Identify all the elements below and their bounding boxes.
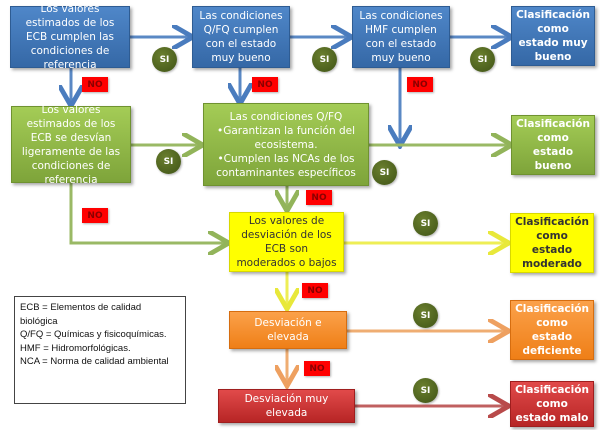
yes-badge: SI <box>372 160 397 185</box>
node-class-bueno: Clasificación como estado bueno <box>511 115 595 175</box>
node-text: Los valores estimados de los ECB cumplen… <box>25 3 115 71</box>
legend-entry: Q/FQ = Químicas y fisicoquímicas. <box>20 329 167 340</box>
no-label: NO <box>257 79 273 90</box>
node-text: Clasificación como estado muy bueno <box>516 9 590 63</box>
node-text: Desviación e elevada <box>254 317 322 343</box>
node-text: Los valores de desviación de los ECB son… <box>236 215 337 269</box>
no-badge: NO <box>407 77 433 92</box>
node-desviacion-elevada: Desviación e elevada <box>229 311 347 349</box>
node-text: Las condiciones Q/FQ cumplen con el esta… <box>199 10 283 64</box>
arrow-ligeramente-no <box>69 183 226 243</box>
yes-label: SI <box>420 310 431 321</box>
yes-badge: SI <box>156 149 181 174</box>
abbreviations-legend: ECB = Elementos de calidad biológica Q/F… <box>14 296 186 404</box>
legend-entry: HMF = Hidromorfológicas. <box>20 342 131 354</box>
no-label: NO <box>307 285 323 296</box>
node-class-deficiente: Clasificación como estado deficiente <box>510 300 594 360</box>
legend-entry: ECB = Elementos de calidad biológica <box>20 302 142 327</box>
yes-badge: SI <box>413 303 438 328</box>
yes-label: SI <box>420 218 431 229</box>
node-desviacion-muy-elevada: Desviación muy elevada <box>218 389 355 423</box>
node-title: Las condiciones Q/FQ <box>229 110 343 123</box>
yes-label: SI <box>379 167 390 178</box>
no-label: NO <box>412 79 428 90</box>
legend-entry: NCA = Norma de calidad ambiental <box>20 356 169 367</box>
node-ecb-referencia: Los valores estimados de los ECB cumplen… <box>10 3 130 71</box>
yes-label: SI <box>477 54 488 65</box>
no-badge: NO <box>306 190 332 205</box>
node-class-muy-bueno: Clasificación como estado muy bueno <box>511 6 595 66</box>
node-text: Desviación muy elevada <box>244 393 329 419</box>
node-text: Clasificación como estado malo <box>515 384 589 424</box>
no-badge: NO <box>252 77 278 92</box>
yes-label: SI <box>163 156 174 167</box>
yes-badge: SI <box>413 211 438 236</box>
yes-badge: SI <box>152 47 177 72</box>
node-bullet: •Garantizan la función del ecosistema. <box>217 124 355 151</box>
node-hmf-muy-bueno: Las condiciones HMF cumplen con el estad… <box>352 6 450 68</box>
no-badge: NO <box>82 77 108 92</box>
node-ecb-moderados: Los valores de desviación de los ECB son… <box>229 212 344 272</box>
node-text: Clasificación como estado bueno <box>516 118 590 172</box>
yes-badge: SI <box>470 47 495 72</box>
no-badge: NO <box>82 208 108 223</box>
yes-label: SI <box>420 385 431 396</box>
node-text: Los valores estimados de los ECB se desv… <box>21 103 121 186</box>
node-qfq-muy-bueno: Las condiciones Q/FQ cumplen con el esta… <box>192 6 290 68</box>
node-class-malo: Clasificación como estado malo <box>510 381 594 427</box>
node-text: Clasificación como estado deficiente <box>515 303 589 357</box>
node-text: Clasificación como estado moderado <box>515 216 589 270</box>
node-text: Las condiciones HMF cumplen con el estad… <box>359 10 443 64</box>
yes-badge: SI <box>312 47 337 72</box>
node-ecb-ligeramente: Los valores estimados de los ECB se desv… <box>11 104 131 186</box>
yes-label: SI <box>319 54 330 65</box>
no-badge: NO <box>302 283 328 298</box>
yes-label: SI <box>159 54 170 65</box>
no-label: NO <box>309 363 325 374</box>
no-label: NO <box>87 79 103 90</box>
node-class-moderado: Clasificación como estado moderado <box>510 213 594 273</box>
no-badge: NO <box>304 361 330 376</box>
node-bullet: •Cumplen las NCAs de los contaminantes e… <box>216 152 356 179</box>
yes-badge: SI <box>413 378 438 403</box>
node-qfq-conditions: Las condiciones Q/FQ •Garantizan la func… <box>203 103 369 186</box>
no-label: NO <box>311 192 327 203</box>
no-label: NO <box>87 210 103 221</box>
